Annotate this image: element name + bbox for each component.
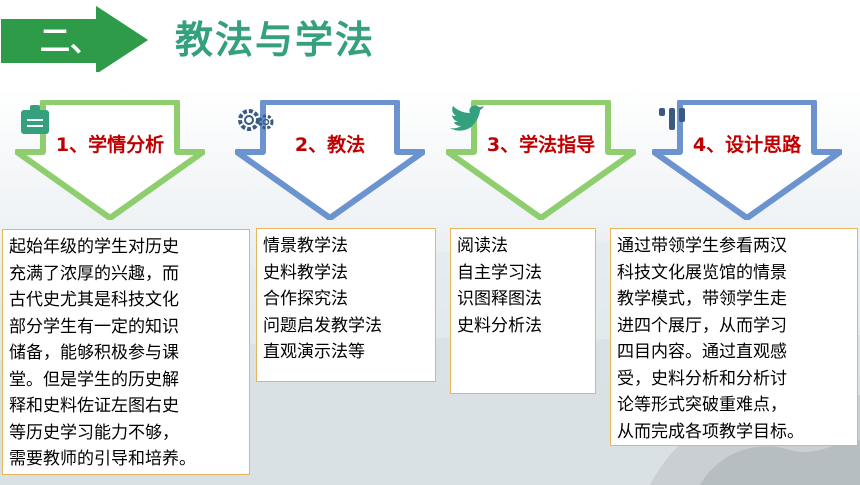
step-2-description: 情景教学法 史料教学法 合作探究法 问题启发教学法 直观演示法等	[256, 228, 436, 382]
description-line: 合作探究法	[263, 289, 348, 309]
description-line: 论等形式突破重难点，	[617, 395, 787, 415]
step-4-description: 通过带领学生参看两汉 科技文化展览馆的情景 教学模式，带领学生走 进四个展厅，从…	[610, 228, 858, 446]
gears-icon	[238, 109, 274, 131]
document-icon	[21, 105, 49, 134]
step-1-label: 1、学情分析	[55, 134, 165, 156]
header-arrow	[0, 2, 152, 72]
description-line: 部分学生有一定的知识	[9, 316, 179, 337]
description-line: 史料教学法	[263, 262, 348, 283]
description-line: 释和史料佐证左图右史	[9, 396, 179, 416]
description-line: 直观演示法等	[263, 342, 365, 362]
step-3-description: 阅读法 自主学习法 识图释图法 史料分析法	[450, 228, 596, 394]
bird-icon	[450, 105, 484, 131]
description-line: 进四个展厅，从而学习	[617, 315, 787, 336]
step-1-description: 起始年级的学生对历史 充满了浓厚的兴趣，而 古代史尤其是科技文化 部分学生有一定…	[2, 229, 250, 475]
step-3-chevron: 3、学法指导	[446, 100, 636, 220]
description-line: 教学模式，带领学生走	[617, 289, 787, 309]
description-line: 通过带领学生参看两汉	[617, 236, 787, 256]
description-line: 从而完成各项教学目标。	[617, 421, 804, 442]
description-line: 古代史尤其是科技文化	[9, 290, 179, 310]
description-line: 需要教师的引导和培养。	[9, 449, 196, 469]
description-line: 识图释图法	[457, 289, 542, 309]
description-line: 问题启发教学法	[263, 315, 382, 336]
description-line: 自主学习法	[457, 262, 542, 283]
description-line: 堂。但是学生的历史解	[9, 369, 179, 390]
step-2-chevron: 2、教法	[235, 100, 425, 220]
step-4-chevron: 4、设计思路	[652, 100, 842, 220]
step-2-label: 2、教法	[294, 134, 366, 156]
page-title: 教法与学法	[175, 18, 376, 62]
description-line: 四目内容。通过直观感	[617, 342, 787, 362]
description-line: 储备，能够积极参与课	[9, 343, 179, 363]
step-3-label: 3、学法指导	[486, 134, 596, 156]
description-line: 受，史料分析和分析讨	[617, 368, 787, 389]
step-4-label: 4、设计思路	[692, 134, 802, 156]
description-line: 科技文化展览馆的情景	[617, 262, 787, 283]
section-number: 二、	[40, 24, 100, 59]
description-line: 情景教学法	[263, 236, 348, 256]
description-line: 起始年级的学生对历史	[9, 237, 179, 257]
description-line: 等历史学习能力不够，	[9, 422, 179, 443]
description-line: 充满了浓厚的兴趣，而	[9, 263, 179, 284]
description-line: 史料分析法	[457, 315, 542, 336]
step-1-chevron: 1、学情分析	[15, 100, 205, 220]
bars-icon	[659, 108, 685, 130]
description-line: 阅读法	[457, 236, 508, 256]
